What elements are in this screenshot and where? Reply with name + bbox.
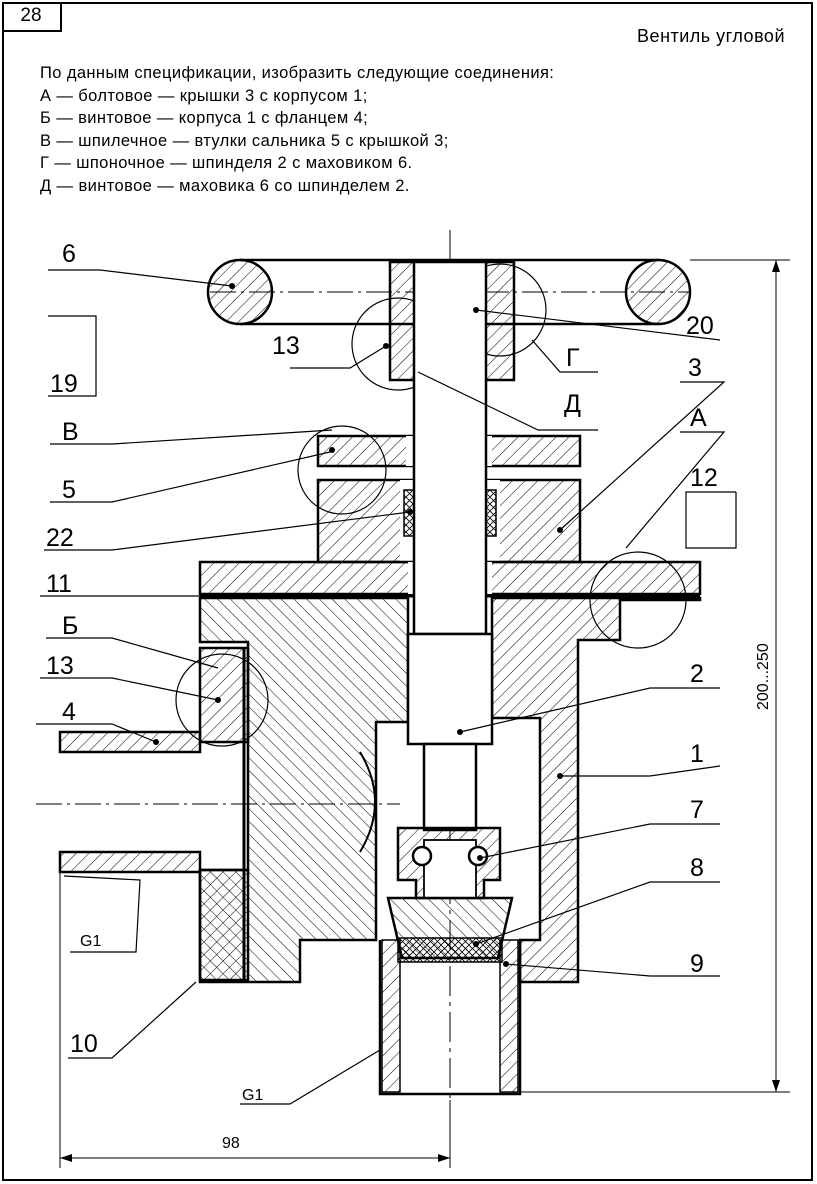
dimension-height-label: 200...250 bbox=[755, 643, 772, 710]
label-connection-b: Б bbox=[62, 612, 78, 640]
label-item-2: 2 bbox=[690, 660, 704, 688]
label-item-19: 19 bbox=[50, 370, 78, 398]
label-thread-g1-bottom: G1 bbox=[242, 1087, 263, 1104]
spindle bbox=[406, 260, 494, 832]
label-item-20: 20 bbox=[686, 312, 714, 340]
label-connection-v: В bbox=[62, 418, 79, 446]
label-item-1: 1 bbox=[690, 740, 704, 768]
valve-body bbox=[175, 596, 702, 1096]
label-item-4: 4 bbox=[62, 698, 76, 726]
task-line-a: А — болтовое — крышки 3 с корпусом 1; bbox=[40, 86, 368, 105]
label-item-7: 7 bbox=[690, 796, 704, 824]
task-text: По данным спецификации, изобразить следу… bbox=[40, 62, 780, 198]
dimension-width-label: 98 bbox=[222, 1135, 240, 1152]
inlet-pipe bbox=[36, 648, 400, 982]
task-line-d: Д — винтовое — маховика 6 со шпинделем 2… bbox=[40, 176, 410, 195]
task-line-b: Б — винтовое — корпуса 1 с фланцем 4; bbox=[40, 109, 369, 128]
sheet-number: 28 bbox=[2, 2, 62, 32]
label-thread-g1-left: G1 bbox=[80, 933, 101, 950]
document-title: Вентиль угловой bbox=[637, 26, 785, 46]
task-line-v: В — шпилечное — втулки сальника 5 с крыш… bbox=[40, 131, 449, 150]
label-item-12: 12 bbox=[690, 464, 718, 492]
valve-disc bbox=[386, 826, 514, 963]
task-line-g: Г — шпоночное — шпинделя 2 с маховиком 6… bbox=[40, 154, 413, 173]
dimensions: 98 200...250 bbox=[59, 259, 790, 1168]
label-item-22: 22 bbox=[46, 524, 74, 552]
label-item-3: 3 bbox=[688, 354, 702, 382]
label-item-13-left: 13 bbox=[46, 652, 74, 680]
label-connection-a: А bbox=[690, 404, 707, 432]
label-item-13-top: 13 bbox=[272, 332, 300, 360]
label-item-11: 11 bbox=[46, 570, 72, 598]
label-item-8: 8 bbox=[690, 854, 704, 882]
label-connection-d: Д bbox=[564, 390, 581, 418]
label-item-6: 6 bbox=[62, 240, 76, 268]
task-intro: По данным спецификации, изобразить следу… bbox=[40, 64, 555, 82]
label-item-9: 9 bbox=[690, 950, 704, 978]
leader-dots bbox=[153, 283, 563, 967]
label-item-10: 10 bbox=[70, 1030, 98, 1058]
leader-lines bbox=[36, 269, 737, 1105]
label-item-5: 5 bbox=[62, 476, 76, 504]
label-connection-g: Г bbox=[566, 344, 580, 372]
